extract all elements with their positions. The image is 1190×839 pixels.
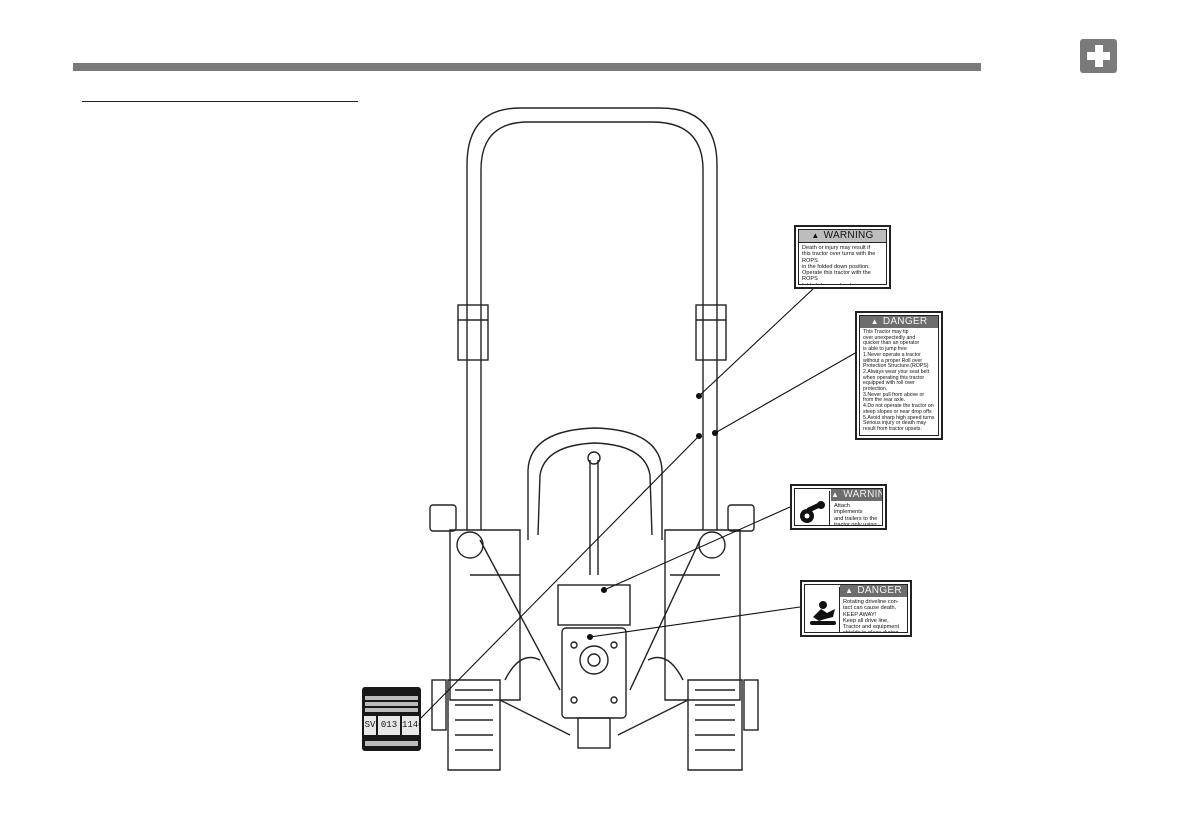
plate-code-right: 1140 [402, 716, 421, 735]
plus-icon[interactable] [1080, 39, 1117, 73]
danger-driveline-decal: ▲DANGER Rotating driveline con- tact can… [800, 580, 912, 637]
warning-rops-text: Death or injury may result if this tract… [802, 245, 876, 284]
warning-triangle-icon: ▲ [831, 490, 840, 499]
driveline-entanglement-pictogram [807, 587, 840, 632]
danger-driveline-text: Rotating driveline con- tact can cause d… [843, 599, 900, 632]
plate-title [362, 687, 421, 694]
danger-header: ▲DANGER [860, 316, 938, 328]
warning-header: ▲WARNING [799, 230, 886, 243]
warning-drawbar-text: Attach implements and trailers to the tr… [834, 503, 878, 526]
tractor-tipping-pictogram [797, 491, 830, 525]
warning-triangle-icon: ▲ [870, 317, 879, 326]
section-heading-underline [82, 101, 358, 102]
warning-rops-decal: ▲WARNING Death or injury may result if t… [794, 225, 891, 289]
warning-drawbar-decal: ▲WARNING Attach implements and trailers … [790, 484, 887, 530]
warning-triangle-icon: ▲ [845, 586, 854, 595]
serial-number-plate: SV 013 1140 [362, 687, 421, 751]
danger-tip-decal: ▲DANGER This Tractor may tip over unexpe… [855, 311, 943, 440]
warning-header: ▲WARNING [831, 489, 882, 501]
danger-tip-text: This Tractor may tip over unexpectedly a… [863, 329, 935, 432]
danger-header: ▲DANGER [840, 585, 907, 597]
header-rule [73, 63, 981, 71]
warning-triangle-icon: ▲ [811, 231, 820, 240]
plate-code-left: SV [364, 716, 376, 735]
rops-outer [466, 107, 718, 530]
rops-inner [480, 121, 704, 530]
plate-code-middle: 013 [378, 716, 400, 735]
